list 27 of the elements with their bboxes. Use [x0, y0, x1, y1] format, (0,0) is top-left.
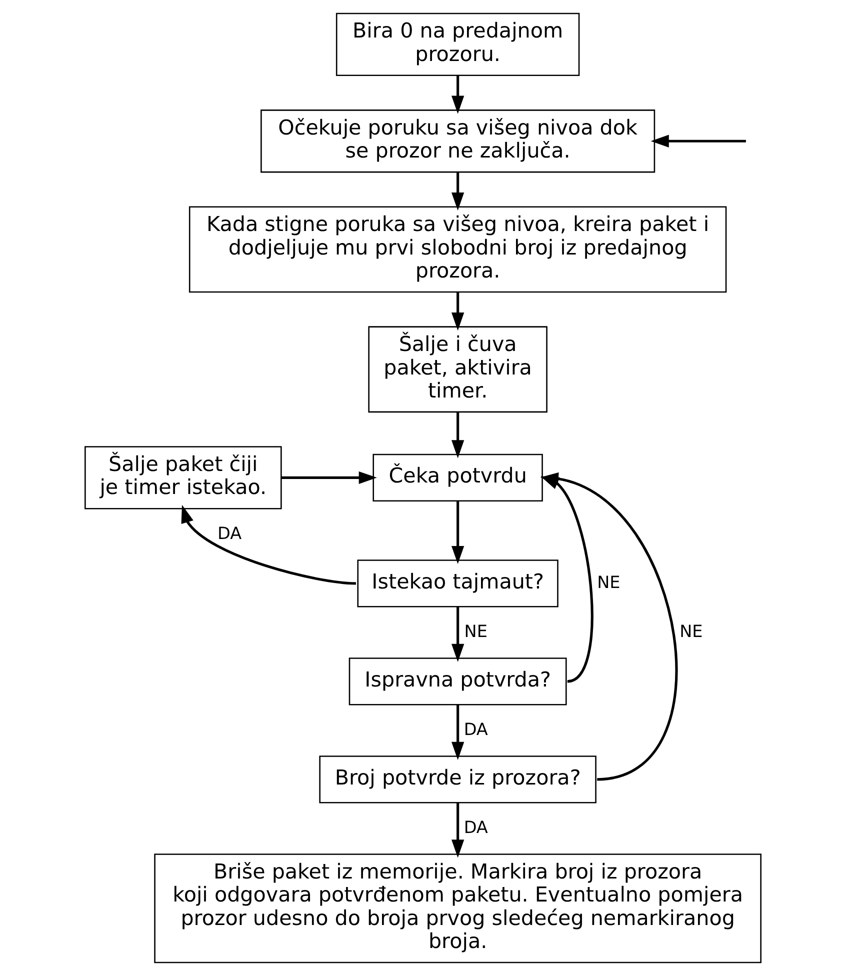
node-box: Briše paket iz memorije. Markira broj iz prozora koji odgovara potvrđenom paketu. Eventualno pomjera prozor udesno do broja prvog sledećeg nemarkiranog broja.: [154, 854, 762, 964]
arrow: [650, 134, 746, 148]
arrow: [451, 501, 464, 564]
edge-label: DA: [218, 522, 242, 543]
arrow: [181, 504, 356, 585]
arrow: [451, 76, 464, 114]
node-box: Šalje i čuva paket, aktivira timer.: [368, 326, 548, 413]
arrow: [451, 704, 464, 760]
node-box: Šalje paket čiji je timer istekao.: [84, 446, 282, 510]
edge-label: NE: [597, 572, 620, 592]
edge-label: NE: [680, 620, 703, 641]
node-box: Bira 0 na predajnom prozoru.: [336, 12, 580, 76]
node-box: Očekuje poruku sa višeg nivoa dok se prozor ne zaključa.: [260, 110, 656, 173]
arrow: [451, 292, 464, 331]
edge-label: DA: [464, 718, 488, 739]
node-box: Istekao tajmaut?: [357, 560, 558, 608]
node-box: Čeka potvrdu: [372, 454, 543, 502]
arrow: [451, 172, 464, 211]
arrow: [281, 471, 377, 484]
edge-label: DA: [464, 816, 488, 837]
arrow: [451, 412, 464, 458]
node-box: Broj potvrde iz prozora?: [319, 756, 596, 804]
node-box: Kada stigne poruka sa višeg nivoa, kreira paket i dodjeljuje mu prvi slobodni broj iz predajnog prozora.: [188, 206, 727, 293]
edge-label: NE: [464, 620, 488, 641]
arrow: [451, 802, 464, 858]
arrow: [451, 606, 464, 662]
node-box: Ispravna potvrda?: [348, 658, 567, 706]
